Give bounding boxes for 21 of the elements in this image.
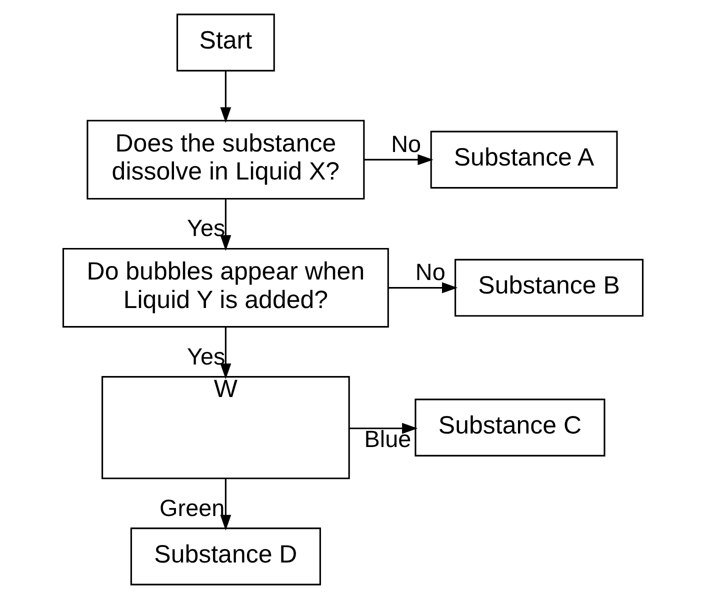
arrow xyxy=(364,154,434,166)
arrow xyxy=(349,422,418,434)
edge-label: No xyxy=(391,130,422,157)
edge-label: Yes xyxy=(187,215,226,242)
node-box: Do bubbles appear when Liquid Y is added? xyxy=(62,248,389,328)
edge-label: Yes xyxy=(187,344,226,370)
arrow xyxy=(220,70,232,123)
node-box: Does the substance dissolve in Liquid X? xyxy=(86,120,365,200)
arrow xyxy=(220,327,232,380)
node-box: Substance B xyxy=(454,258,644,317)
edge-label: Green xyxy=(160,494,225,521)
node-box: Start xyxy=(176,14,275,72)
node-box: Substance C xyxy=(414,398,606,456)
edge-label: Blue xyxy=(364,426,412,452)
node-box: W xyxy=(102,376,350,480)
arrow xyxy=(388,282,458,294)
arrow xyxy=(220,478,232,530)
edge-label: No xyxy=(415,258,446,285)
node-box: Substance A xyxy=(430,130,618,189)
node-box: Substance D xyxy=(130,528,321,586)
arrow xyxy=(220,198,232,251)
